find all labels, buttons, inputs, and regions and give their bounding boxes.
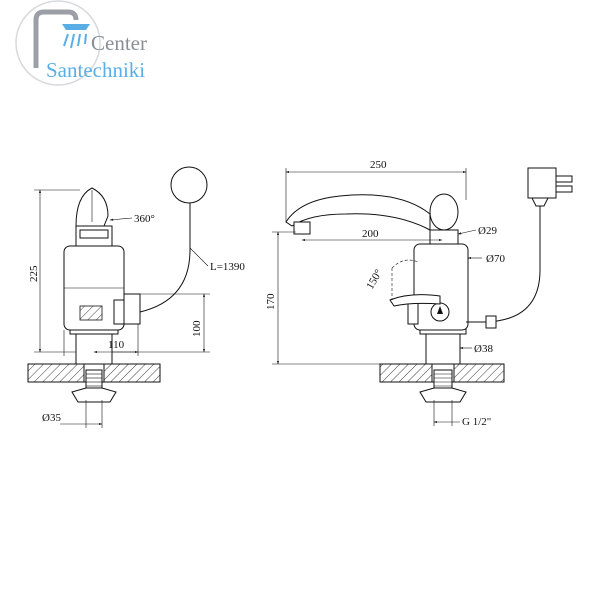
logo-line2: Santechniki — [46, 58, 145, 82]
lever-handle — [389, 294, 441, 307]
shower-head-icon — [62, 24, 90, 30]
dim-cap-diameter: Ø29 — [478, 225, 497, 237]
dim-base-diameter: Ø38 — [474, 343, 493, 355]
dim-spout-length: 200 — [362, 228, 379, 240]
base-left — [75, 333, 113, 365]
dim-spout-reach: 250 — [370, 159, 387, 171]
dim-handle-angle: 150° — [364, 267, 385, 291]
dim-height-right: 170 — [265, 293, 277, 310]
spout-right — [285, 194, 431, 231]
dim-rotation: 360° — [134, 213, 155, 225]
shower-pipe-icon — [33, 9, 79, 68]
side-view-left: 225 100 110 360° L=1390 Ø35 — [27, 166, 245, 428]
wing-nut-left — [71, 387, 117, 403]
side-view-right: 250 200 170 150° Ø29 Ø70 Ø38 G 1/2" — [265, 159, 573, 428]
power-plug-icon — [527, 167, 557, 199]
display-window — [79, 305, 103, 321]
logo-line1: Center — [91, 31, 147, 55]
power-cable-left — [139, 202, 191, 313]
dim-height-total: 225 — [28, 265, 40, 282]
water-drops-icon — [63, 33, 87, 49]
cable-plug-end — [170, 166, 208, 204]
dim-thread-dia: Ø35 — [42, 412, 61, 424]
wing-nut-right — [419, 387, 467, 403]
dim-width: 110 — [108, 339, 125, 351]
logo-ring — [15, 0, 101, 86]
brand-logo: Center Santechniki — [15, 0, 147, 86]
dim-cable-length: L=1390 — [210, 261, 245, 273]
dim-body-diameter: Ø70 — [486, 253, 505, 265]
aerator — [293, 221, 311, 235]
dim-thread: G 1/2" — [462, 416, 491, 428]
top-knob-right — [429, 193, 459, 231]
base-right — [425, 333, 461, 365]
dim-height-outlet: 100 — [191, 320, 203, 337]
cable-gland — [123, 293, 141, 325]
